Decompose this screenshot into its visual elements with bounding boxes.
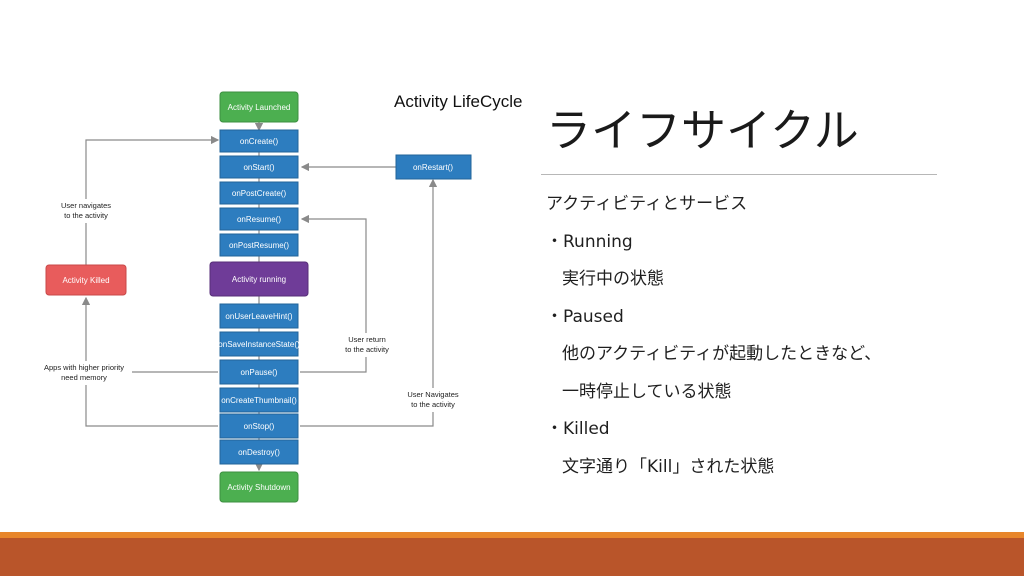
bullet-killed: ・Killed: [546, 419, 610, 439]
svg-text:onPause(): onPause(): [241, 368, 278, 377]
diagram-title: Activity LifeCycle: [394, 92, 522, 111]
label-user-navigates-line2: to the activity: [64, 211, 108, 220]
arrow-killed-to-oncreate: [85, 135, 220, 265]
svg-text:onRestart(): onRestart(): [413, 163, 453, 172]
node-onrestart: onRestart(): [395, 154, 472, 180]
svg-text:Activity running: Activity running: [232, 275, 286, 284]
label-bg-user-navigates: [50, 199, 122, 223]
svg-text:onStart(): onStart(): [243, 163, 274, 172]
svg-text:onDestroy(): onDestroy(): [238, 448, 280, 457]
footer-accent-bar: [0, 532, 1024, 538]
node-activity-shutdown: Activity Shutdown: [219, 471, 299, 503]
arrow-onstop-to-onrestart: [300, 178, 438, 427]
node-onpostcreate: onPostCreate(): [219, 181, 299, 205]
node-onstop: onStop(): [219, 413, 299, 439]
label-bg-user-navigates-2: [400, 388, 466, 412]
node-activity-launched: Activity Launched: [219, 91, 299, 123]
activity-lifecycle-diagram: Activity LifeCycle Activity Launched onC…: [36, 91, 523, 503]
node-onpostresume: onPostResume(): [219, 233, 299, 257]
node-onsaveinstancestate: onSaveInstanceState(): [218, 331, 300, 357]
arrow-onpause-to-onresume: [300, 214, 367, 373]
svg-text:onPostCreate(): onPostCreate(): [232, 189, 287, 198]
label-bg-apps: [36, 361, 132, 385]
node-onpause: onPause(): [219, 359, 299, 385]
label-user-navigates2-line2: to the activity: [411, 400, 455, 409]
paused-description-1: 他のアクティビティが起動したときなど、: [562, 344, 882, 364]
svg-text:Activity Shutdown: Activity Shutdown: [227, 483, 290, 492]
svg-text:onCreate(): onCreate(): [240, 137, 279, 146]
svg-text:onResume(): onResume(): [237, 215, 281, 224]
svg-text:onSaveInstanceState(): onSaveInstanceState(): [218, 340, 300, 349]
svg-text:onPostResume(): onPostResume(): [229, 241, 289, 250]
node-onstart: onStart(): [219, 155, 299, 179]
svg-text:onStop(): onStop(): [244, 422, 275, 431]
svg-text:Activity Killed: Activity Killed: [62, 276, 109, 285]
bullet-paused: ・Paused: [546, 306, 624, 327]
node-activity-running: Activity running: [209, 261, 309, 297]
svg-text:Activity Launched: Activity Launched: [228, 103, 291, 112]
bullet-running: ・Running: [546, 231, 633, 252]
label-user-navigates-line1: User navigates: [61, 201, 111, 210]
slide-title: ライフサイクル: [546, 104, 859, 157]
node-activity-killed: Activity Killed: [45, 264, 127, 296]
node-ondestroy: onDestroy(): [219, 439, 299, 465]
footer-bar: [0, 538, 1024, 576]
node-onuserleavehint: onUserLeaveHint(): [219, 303, 299, 329]
node-oncreate: onCreate(): [219, 129, 299, 153]
node-oncreatethumbnail: onCreateThumbnail(): [219, 387, 299, 413]
label-apps-line1: Apps with higher priority: [44, 363, 124, 372]
node-onresume: onResume(): [219, 207, 299, 231]
killed-description: 文字通り「Kill」された状態: [562, 456, 775, 477]
bullet-list: アクティビティとサービス ・Running 実行中の状態 ・Paused 他のア…: [546, 186, 966, 486]
label-user-navigates2-line1: User Navigates: [407, 390, 459, 399]
line-activity-service: アクティビティとサービス: [546, 194, 748, 214]
arrow-onstop-to-killed: [81, 296, 218, 427]
title-divider: [541, 174, 937, 175]
label-user-return-line1: User return: [348, 335, 386, 344]
label-apps-line2: need memory: [61, 373, 107, 382]
running-description: 実行中の状態: [562, 269, 664, 289]
svg-text:onCreateThumbnail(): onCreateThumbnail(): [221, 396, 297, 405]
label-bg-user-return: [336, 333, 398, 357]
paused-description-2: 一時停止している状態: [562, 381, 732, 402]
svg-text:onUserLeaveHint(): onUserLeaveHint(): [225, 312, 292, 321]
label-user-return-line2: to the activity: [345, 345, 389, 354]
